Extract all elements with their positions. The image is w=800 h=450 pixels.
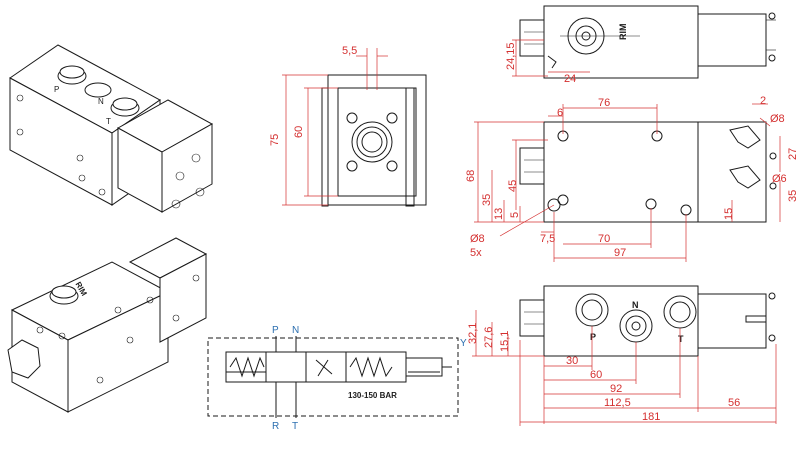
dim-15-1: 15,1 (499, 331, 511, 352)
iso-port-T-label: T (106, 117, 111, 126)
dim-24: 24 (564, 73, 576, 85)
dim-30: 30 (566, 355, 578, 367)
dim-181: 181 (642, 411, 660, 423)
dim-15: 15 (723, 208, 735, 220)
iso-port-N-label: N (98, 97, 104, 106)
dim-27: 27 (787, 148, 799, 160)
dim-35-right: 35 (787, 190, 799, 202)
dim-dia-8: Ø8 (470, 233, 485, 245)
iso-view-bottom: RIM (7, 237, 208, 413)
dim-60: 60 (293, 126, 305, 138)
brand-label: RIM (618, 24, 628, 41)
iso-view-top: P N T (9, 44, 214, 213)
dim-5-5: 5,5 (342, 45, 357, 57)
dim-2: 2 (760, 95, 766, 107)
dim-dia-6: Ø6 (772, 173, 787, 185)
dim-dia-8-top: Ø8 (770, 113, 785, 125)
dim-13: 13 (493, 208, 505, 220)
dim-6: 6 (557, 107, 563, 119)
port-N-label: N (632, 300, 639, 310)
pressure-label: 130-150 BAR (348, 391, 397, 400)
port-P-label: P (590, 332, 596, 342)
dim-112-5: 112,5 (604, 397, 631, 409)
dim-92: 92 (610, 383, 622, 395)
dim-5: 5 (509, 212, 521, 218)
schematic-label-T: T (292, 421, 298, 432)
middle-right-view: 6 76 2 Ø8 68 35 45 13 5 27 Ø6 35 15 Ø8 5… (465, 95, 799, 262)
dim-56: 56 (728, 397, 740, 409)
dim-68: 68 (465, 170, 477, 182)
dim-75: 75 (269, 134, 281, 146)
schematic-label-P: P (272, 325, 279, 336)
dim-60-bottom: 60 (590, 369, 602, 381)
dim-24-15: 24,15 (505, 42, 517, 70)
schematic-label-Y: Y (460, 338, 467, 349)
dim-70: 70 (598, 233, 610, 245)
dim-32-1: 32,1 (467, 323, 479, 344)
bottom-right-view: P N T 32,1 27,6 15,1 30 60 92 112,5 56 1… (467, 285, 777, 426)
dim-7-5: 7,5 (540, 233, 555, 245)
dim-97: 97 (614, 247, 626, 259)
dim-5x: 5x (470, 247, 482, 259)
dim-76: 76 (598, 97, 610, 109)
port-T-label: T (678, 334, 684, 344)
dim-27-6: 27,6 (483, 327, 495, 348)
iso-port-P-label: P (54, 85, 59, 94)
schematic-label-R: R (272, 421, 279, 432)
top-right-view: RIM 24,15 24 (505, 5, 776, 85)
dim-45: 45 (507, 180, 519, 192)
dim-35-left: 35 (481, 194, 493, 206)
hydraulic-schematic: P N R T Y 130-150 BAR (207, 325, 467, 432)
front-view: 5,5 75 60 (269, 45, 427, 207)
schematic-label-N: N (292, 325, 299, 336)
